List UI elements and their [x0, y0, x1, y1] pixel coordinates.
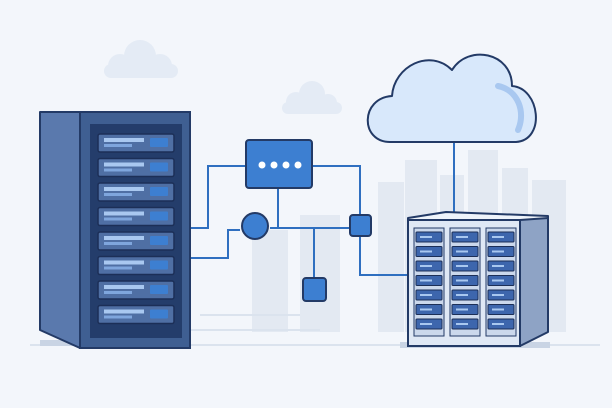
storage-drive [415, 260, 443, 272]
storage-drive [451, 304, 479, 315]
server-unit [97, 304, 175, 325]
server-unit [97, 157, 175, 178]
server-unit [97, 280, 175, 300]
network-connections [190, 142, 455, 278]
storage-drive [487, 304, 515, 315]
network-node-icon [241, 212, 269, 240]
storage-drive [415, 246, 443, 257]
storage-drive [451, 246, 479, 257]
server-unit [97, 255, 175, 276]
storage-drive [487, 289, 515, 301]
storage-bays [413, 227, 517, 337]
background-cloud-center [282, 81, 342, 114]
storage-drive [451, 318, 479, 330]
storage-drive [487, 246, 515, 257]
storage-drive [451, 260, 479, 272]
storage-drive [487, 231, 515, 243]
storage-drive [487, 260, 515, 272]
storage-array-icon [400, 211, 550, 348]
server-unit [97, 182, 175, 202]
storage-drive [451, 275, 479, 286]
server-rack-icon [39, 111, 191, 349]
storage-drive [415, 289, 443, 301]
network-switch-icon [245, 139, 313, 189]
server-rack-units [97, 133, 175, 325]
storage-drive [451, 231, 479, 243]
server-unit [97, 206, 175, 227]
background-cloud-left [104, 40, 178, 78]
storage-drive [415, 304, 443, 315]
storage-drive [451, 289, 479, 301]
server-unit [97, 133, 175, 153]
storage-drive [415, 275, 443, 286]
server-unit [97, 231, 175, 251]
storage-drive [415, 318, 443, 330]
storage-drive [415, 231, 443, 243]
storage-drive [487, 318, 515, 330]
network-node-icon [302, 277, 327, 302]
storage-drive [487, 275, 515, 286]
network-node-icon [349, 214, 372, 237]
cloud-icon [366, 53, 537, 143]
